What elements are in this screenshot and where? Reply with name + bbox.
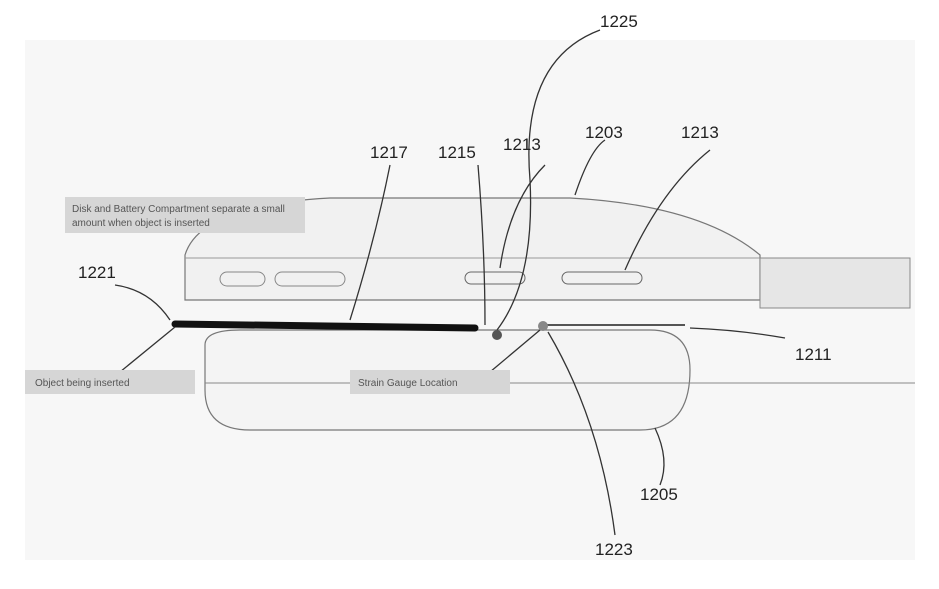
compartment-caption-box <box>65 197 305 233</box>
ref-1225: 1225 <box>600 12 638 31</box>
ref-1217: 1217 <box>370 143 408 162</box>
leader-lines <box>114 29 786 536</box>
ref-1213-left: 1213 <box>503 135 541 154</box>
ref-1213-right: 1213 <box>681 123 719 142</box>
strain-gauge <box>538 321 548 331</box>
compartment-caption-line1: Disk and Battery Compartment separate a … <box>72 204 285 215</box>
slot <box>274 271 346 287</box>
ref-1221: 1221 <box>78 263 116 282</box>
strain-caption: Strain Gauge Location <box>358 378 458 389</box>
ref-1215: 1215 <box>438 143 476 162</box>
inserted-object <box>171 320 479 332</box>
object-caption-box <box>25 370 195 394</box>
ref-1211: 1211 <box>795 345 832 364</box>
ref-1203: 1203 <box>585 123 623 142</box>
slot-1213 <box>561 271 643 285</box>
contact-point-1225 <box>492 330 502 340</box>
ref-1223: 1223 <box>595 540 633 559</box>
slot <box>219 271 266 287</box>
compartment-caption-line2: amount when object is inserted <box>72 218 210 229</box>
strain-caption-box <box>350 370 510 394</box>
cable-strain-relief <box>759 257 911 309</box>
object-caption: Object being inserted <box>35 378 130 389</box>
slot-1213 <box>464 271 526 285</box>
ref-1205: 1205 <box>640 485 678 504</box>
